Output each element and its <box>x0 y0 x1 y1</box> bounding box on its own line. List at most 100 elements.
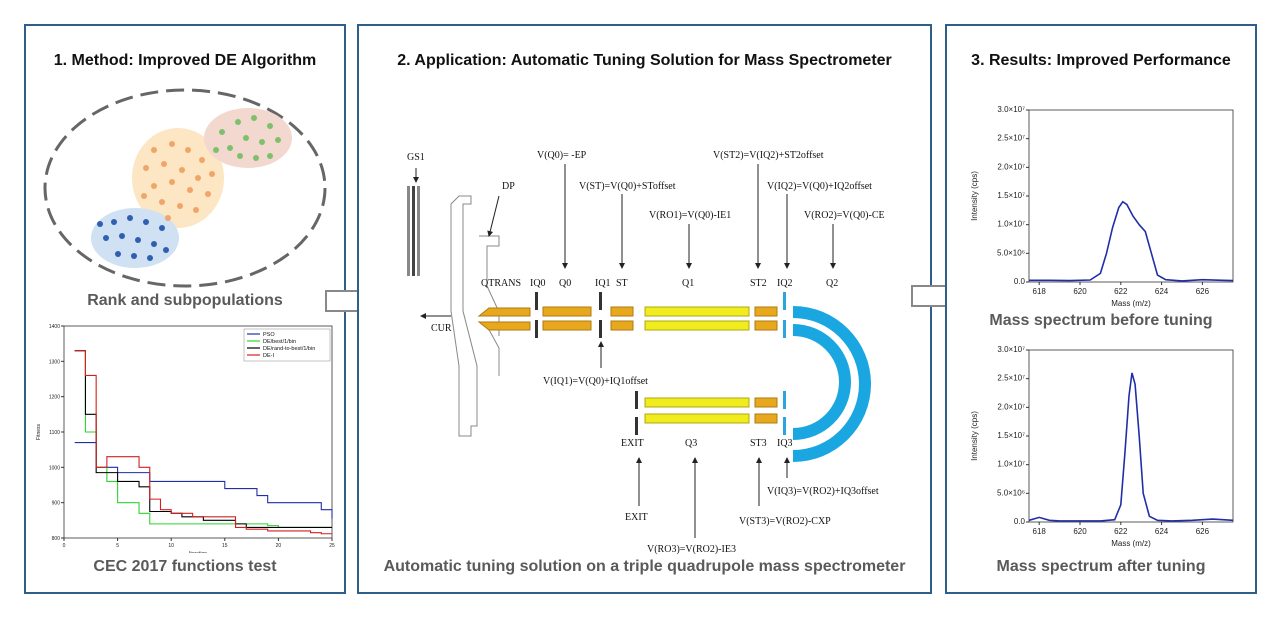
eq-vst: V(ST)=V(Q0)+SToffset <box>579 181 676 192</box>
spectrum-after-chart: 618 620 622 624 626 0.0 5.0×10⁶ 1.0×10⁷ 1.5×10⁷ 2… <box>970 345 1234 548</box>
series-line-2 <box>74 350 332 528</box>
y-tick-label: 900 <box>52 501 61 507</box>
x-axis-label: Iteration <box>189 551 207 553</box>
y-tick-label: 3.0×10⁷ <box>997 105 1025 114</box>
series-line-1 <box>1028 372 1234 522</box>
x-tick-label: 622 <box>1114 287 1128 296</box>
label-st2: ST2 <box>750 278 767 289</box>
eq-vst3: V(ST3)=V(RO2)-CXP <box>739 516 831 527</box>
x-tick-label: 620 <box>1073 287 1087 296</box>
label-q0: Q0 <box>559 278 571 289</box>
x-tick-label: 626 <box>1196 527 1210 536</box>
label-iq1: IQ1 <box>595 278 611 289</box>
label-iq2: IQ2 <box>777 278 793 289</box>
legend-entry: DE/best/1/bin <box>263 339 296 345</box>
label-iq0: IQ0 <box>530 278 546 289</box>
label-dp: DP <box>502 181 515 192</box>
label-qtrans: QTRANS <box>481 278 521 289</box>
x-tick-label: 5 <box>116 543 119 549</box>
collision-cell-q2 <box>793 306 871 462</box>
x-axis-label: Mass (m/z) <box>1111 539 1151 548</box>
convergence-chart: 051015202580090010001100120013001400Iter… <box>36 324 335 553</box>
label-st3: ST3 <box>750 438 767 449</box>
x-tick-label: 25 <box>329 543 335 549</box>
y-tick-label: 1300 <box>49 359 60 365</box>
lower-ion-path <box>635 391 786 435</box>
label-cur: CUR <box>431 323 452 334</box>
panel-application-title: 2. Application: Automatic Tuning Solutio… <box>397 52 892 69</box>
eq-vst2: V(ST2)=V(IQ2)+ST2offset <box>713 150 824 161</box>
y-tick-label: 1000 <box>49 465 60 471</box>
legend-entry: DE-I <box>263 353 274 359</box>
y-tick-label: 1.5×10⁷ <box>997 191 1025 200</box>
label-iq3: IQ3 <box>777 438 793 449</box>
gs1-plates <box>407 186 420 276</box>
green-dots <box>213 115 281 161</box>
x-tick-label: 10 <box>168 543 174 549</box>
y-tick-label: 0.0 <box>1014 277 1026 286</box>
panel-results-title: 3. Results: Improved Performance <box>971 52 1231 69</box>
legend-entry: DE/rand-to-best/1/bin <box>263 346 315 352</box>
y-tick-label: 2.0×10⁷ <box>997 402 1025 411</box>
label-q1: Q1 <box>682 278 694 289</box>
series-line-1 <box>74 442 333 519</box>
plot-frame <box>1028 109 1234 283</box>
subpopulation-diagram <box>43 88 327 288</box>
y-tick-label: 2.5×10⁷ <box>997 374 1025 383</box>
panel-method-title: 1. Method: Improved DE Algorithm <box>53 52 317 69</box>
y-tick-label: 5.0×10⁶ <box>997 488 1025 497</box>
eq-vro3: V(RO3)=V(RO2)-IE3 <box>647 544 736 555</box>
x-tick-label: 622 <box>1114 527 1128 536</box>
subpopulation-orange <box>132 128 224 228</box>
y-tick-label: 3.0×10⁷ <box>997 345 1025 354</box>
upper-ion-path <box>477 292 786 338</box>
y-tick-label: 1.5×10⁷ <box>997 431 1025 440</box>
orange-dots <box>141 141 215 221</box>
eq-viq2: V(IQ2)=V(Q0)+IQ2offset <box>767 181 872 192</box>
series-line-3 <box>74 350 332 528</box>
caption-rank-subpopulations: Rank and subpopulations <box>87 292 283 309</box>
x-tick-label: 15 <box>222 543 228 549</box>
y-tick-label: 1.0×10⁷ <box>997 460 1025 469</box>
label-st: ST <box>616 278 628 289</box>
x-tick-label: 618 <box>1033 527 1047 536</box>
eq-viq3: V(IQ3)=V(RO2)+IQ3offset <box>767 486 879 497</box>
eq-viq1: V(IQ1)=V(Q0)+IQ1offset <box>543 376 648 387</box>
panel-application: 2. Application: Automatic Tuning Solutio… <box>357 24 932 594</box>
series-line-4 <box>74 350 332 535</box>
label-gs1: GS1 <box>407 152 425 163</box>
eq-vq0: V(Q0)= -EP <box>537 150 587 161</box>
legend-entry: PSO <box>263 332 275 338</box>
y-axis-label: Fitness <box>36 423 42 440</box>
panel-method: 1. Method: Improved DE Algorithm Rank an… <box>24 24 346 594</box>
blue-dots <box>97 215 169 261</box>
x-tick-label: 624 <box>1155 287 1169 296</box>
y-tick-label: 2.0×10⁷ <box>997 162 1025 171</box>
caption-automatic-tuning: Automatic tuning solution on a triple qu… <box>383 558 906 575</box>
y-tick-label: 1100 <box>49 430 60 436</box>
label-q2: Q2 <box>826 278 838 289</box>
series-line-1 <box>1029 200 1234 282</box>
y-tick-label: 5.0×10⁶ <box>997 248 1025 257</box>
mass-spectrometer-diagram: GS1 DP CUR QTRANS IQ0 Q0 IQ1 ST Q1 ST2 I… <box>407 150 885 555</box>
y-tick-label: 800 <box>52 536 61 542</box>
x-tick-label: 620 <box>1073 527 1087 536</box>
y-tick-label: 1200 <box>49 395 60 401</box>
label-exit-bottom: EXIT <box>625 512 648 523</box>
eq-vro2: V(RO2)=V(Q0)-CE <box>804 210 885 221</box>
x-tick-label: 626 <box>1196 287 1210 296</box>
eq-vro1: V(RO1)=V(Q0)-IE1 <box>649 210 731 221</box>
y-tick-label: 0.0 <box>1014 517 1026 526</box>
label-exit: EXIT <box>621 438 644 449</box>
y-tick-label: 2.5×10⁷ <box>997 134 1025 143</box>
x-tick-label: 624 <box>1155 527 1169 536</box>
label-q3: Q3 <box>685 438 697 449</box>
caption-after-tuning: Mass spectrum after tuning <box>996 558 1206 575</box>
x-tick-label: 618 <box>1033 287 1047 296</box>
curtain-plate <box>450 195 478 437</box>
y-tick-label: 1.0×10⁷ <box>997 220 1025 229</box>
x-tick-label: 20 <box>276 543 282 549</box>
x-tick-label: 0 <box>63 543 66 549</box>
x-axis-label: Mass (m/z) <box>1111 299 1151 308</box>
